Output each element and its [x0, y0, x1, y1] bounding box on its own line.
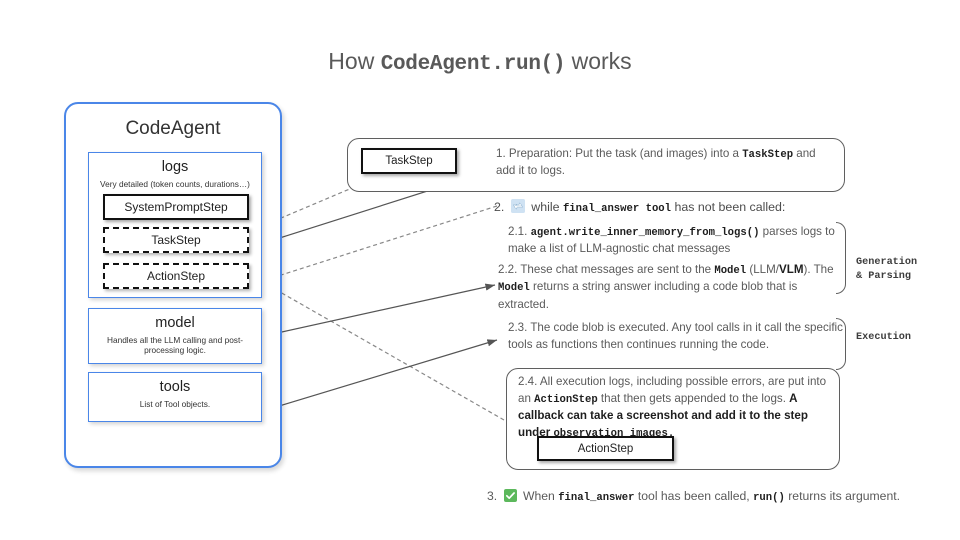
step-3-text: 3. When final_answer tool has been calle… — [487, 488, 927, 506]
tools-subtitle: List of Tool objects. — [139, 398, 211, 409]
step-2-loop-header: 2. while final_answer tool has not been … — [494, 199, 854, 217]
log-entry-actionstep[interactable]: ActionStep — [103, 263, 249, 289]
step-2-3-number: 2.3. — [508, 321, 528, 334]
step-2-2-text-b: (LLM/ — [746, 263, 779, 276]
step-2-text-a: while — [531, 200, 563, 214]
codeagent-title: CodeAgent — [125, 118, 221, 139]
step-2-2-code-a: Model — [714, 265, 747, 277]
page-title: How CodeAgent.run() works — [0, 48, 960, 76]
step-1-text-b: and add it to logs. — [496, 147, 816, 178]
step-3-text-a: When — [522, 489, 559, 503]
logs-box: logs Very detailed (token counts, durati… — [88, 152, 262, 298]
step-2-1-number: 2.1. — [508, 225, 528, 238]
title-suffix: works — [565, 48, 632, 74]
step-2-2-number: 2.2. — [498, 263, 518, 276]
step-3-code-b: run() — [753, 492, 785, 504]
tools-box: tools List of Tool objects. — [88, 372, 262, 422]
step-2-2-text-a: These chat messages are sent to the — [517, 263, 715, 276]
step-2-4-number: 2.4. — [518, 375, 538, 388]
model-title: model — [155, 315, 195, 331]
step-2-1-text-a: parses logs to make a list of LLM-agnost… — [508, 225, 835, 256]
step-2-2-text-c: ). The — [803, 263, 834, 276]
tools-title: tools — [159, 379, 191, 395]
step-2-text-b: has not been called: — [671, 200, 786, 214]
step-2-code-a: final_answer tool — [562, 203, 672, 215]
side-label-generation: Generation& Parsing — [856, 257, 918, 282]
title-prefix: How — [328, 48, 381, 74]
step-2-2-text: 2.2. These chat messages are sent to the… — [498, 262, 843, 314]
logs-title: logs — [161, 159, 189, 175]
taskstep-chip[interactable]: TaskStep — [361, 148, 457, 174]
log-entry-taskstep[interactable]: TaskStep — [103, 227, 249, 253]
logs-subtitle: Very detailed (token counts, durations…) — [100, 178, 250, 189]
step-2-4-text-a: All execution logs, including possible e… — [518, 375, 827, 405]
step-2-2-code-b: Model — [498, 282, 530, 295]
step-1-number: 1. — [496, 147, 506, 160]
step-1-code-a: TaskStep — [742, 149, 794, 161]
step-1-text-a: Preparation: Put the task (and images) i… — [505, 147, 743, 160]
step-1-text: 1. Preparation: Put the task (and images… — [496, 146, 838, 180]
step-2-2-text-d: returns a string answer including a code… — [498, 280, 798, 311]
step-3-number: 3. — [487, 489, 498, 503]
loop-arrows-icon — [510, 199, 525, 213]
log-entry-systempromptstep[interactable]: SystemPromptStep — [103, 194, 249, 220]
codeagent-card: CodeAgent logs Very detailed (token coun… — [64, 102, 282, 468]
step-2-2-bold-a: VLM — [779, 263, 804, 276]
model-subtitle: Handles all the LLM calling and post-pro… — [106, 334, 244, 356]
actionstep-chip[interactable]: ActionStep — [537, 436, 674, 461]
side-label-execution: Execution — [856, 332, 912, 343]
step-2-4-bold-a: A callback can take a screenshot and add… — [518, 391, 808, 439]
step-2-number: 2. — [494, 200, 505, 214]
step-2-3-text: 2.3. The code blob is executed. Any tool… — [508, 320, 844, 354]
step-2-4-code-a: ActionStep — [534, 393, 598, 406]
step-2-4-text: 2.4. All execution logs, including possi… — [518, 374, 832, 442]
step-2-3-text-a: The code blob is executed. Any tool call… — [508, 321, 843, 351]
step-2-1-code-a: agent.write_inner_memory_from_logs() — [530, 227, 760, 239]
step-3-text-c: returns its argument. — [784, 489, 901, 503]
step-2-4-text-b: that then gets appended to the logs. — [597, 391, 790, 405]
model-box: model Handles all the LLM calling and po… — [88, 308, 262, 364]
green-check-icon — [503, 489, 517, 502]
step-2-1-text: 2.1. agent.write_inner_memory_from_logs(… — [508, 224, 838, 258]
step-3-code-a: final_answer — [558, 492, 635, 504]
title-code: CodeAgent.run() — [380, 53, 566, 76]
step-3-text-b: tool has been called, — [634, 489, 754, 503]
